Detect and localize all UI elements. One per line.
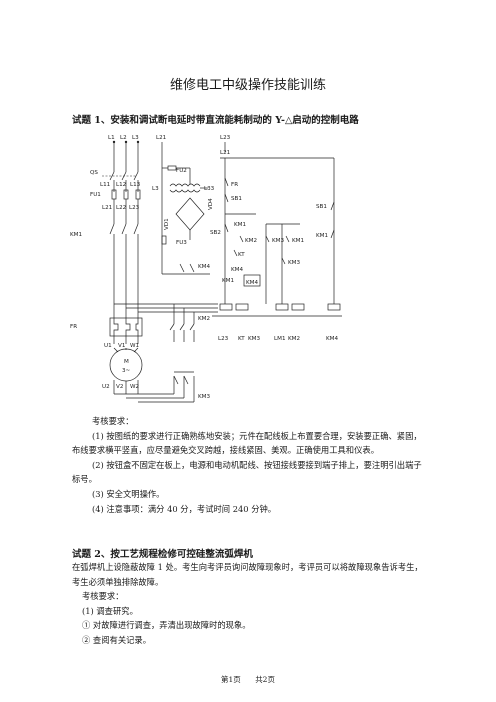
label-LM1-bottom: LM1	[274, 336, 286, 342]
label-L21-top: L21	[156, 135, 167, 141]
label-L33: L33	[204, 186, 215, 192]
label-L23: L23	[129, 205, 140, 211]
label-KM1-ctrl-d: KM1	[316, 233, 328, 239]
question-1-heading: 试题 1、安装和调试断电延时带直流能耗制动的 Y-△启动的控制电路	[72, 115, 359, 126]
requirement-4: (4) 注意事项：满分 40 分，考试时间 240 分钟。	[92, 503, 277, 514]
label-SB2: SB2	[210, 230, 221, 236]
label-FR-ctrl: FR	[231, 182, 238, 188]
control-circuit-diagram: L1 L2 L3 QS L11 L12 L13 FU1 L21 L22 L23 …	[70, 135, 342, 403]
label-FU2: FU2	[176, 168, 187, 174]
requirement-2: (2) 按钮盒不固定在板上，电源和电动机配线、按钮接线要接到端子排上，要注明引出…	[72, 459, 422, 485]
label-L21: L21	[102, 205, 113, 211]
label-KM1-ctrl-b: KM1	[222, 278, 234, 284]
label-VD4: VD4	[208, 198, 214, 210]
question-2-heading: 试题 2、按工艺规程检修可控硅整流弧焊机	[72, 549, 253, 560]
label-KM4-ctrl: KM4	[231, 267, 243, 273]
label-U1: U1	[104, 343, 112, 349]
question-2-item-2: ① 对故障进行调查，弄清出现故障时的现象。	[82, 620, 251, 631]
question-2-body: 在弧焊机上设隐蔽故障 1 处。考生向考评员询问故障现象时，考评员可以将故障现象告…	[72, 560, 428, 648]
label-L23-top: L23	[220, 135, 231, 141]
label-KM4-bottom: KM4	[326, 336, 338, 342]
label-KM1-ctrl: KM1	[234, 222, 246, 228]
label-KM2-main: KM2	[198, 316, 210, 322]
label-FU1: FU1	[90, 192, 101, 198]
label-L22: L22	[116, 205, 126, 211]
label-L12: L12	[116, 182, 126, 188]
label-KM2-bottom: KM2	[288, 336, 300, 342]
label-KM4-main: KM4	[198, 264, 210, 270]
label-L2: L2	[120, 135, 127, 141]
label-KM2-ctrl: KM2	[245, 238, 257, 244]
label-L23-bottom: L23	[218, 336, 229, 342]
label-KM3-ctrl-b: KM3	[288, 260, 300, 266]
requirement-1: (1) 按图纸的要求进行正确熟练地安装；元件在配线板上布置要合理，安装要正确、紧…	[72, 430, 422, 456]
page-title: 维修电工中级操作技能训练	[169, 78, 326, 93]
label-V1: V1	[118, 343, 126, 349]
question-2-item-1: (1) 调查研究。	[82, 605, 138, 616]
label-KM4-ctrl-b: KM4	[246, 280, 258, 286]
label-FU3: FU3	[176, 240, 187, 246]
requirements-heading: 考核要求：	[92, 416, 134, 426]
label-KM3-ctrl-a: KM3	[272, 238, 284, 244]
label-SB1: SB1	[231, 196, 242, 202]
label-KM1-main: KM1	[70, 232, 82, 238]
label-W1: W1	[130, 343, 140, 349]
label-KT: KT	[238, 252, 245, 258]
label-KT-bottom: KT	[238, 336, 245, 342]
label-L21-ctrl: L21	[220, 150, 231, 156]
label-FR: FR	[70, 324, 77, 330]
question-2-requirements-heading: 考核要求：	[82, 591, 124, 602]
label-SB1-b: SB1	[316, 204, 327, 210]
total-pages: 共2页	[255, 675, 275, 684]
label-VD1: VD1	[164, 218, 170, 230]
label-L13: L13	[130, 182, 141, 188]
question-2-item-3: ② 查阅有关记录。	[82, 634, 152, 645]
label-L11: L11	[100, 182, 111, 188]
label-L3: L3	[132, 135, 139, 141]
label-V2: V2	[116, 384, 123, 390]
motor-symbol	[109, 348, 143, 382]
page-footer: 第1页 共2页	[0, 674, 496, 685]
requirement-3: (3) 安全文明操作。	[92, 488, 165, 499]
label-M3: 3~	[122, 368, 131, 374]
question-1-requirements: 考核要求： (1) 按图纸的要求进行正确熟练地安装；元件在配线板上布置要合理，安…	[72, 414, 428, 516]
label-QS: QS	[90, 170, 98, 176]
label-KM3-main: KM3	[198, 394, 210, 400]
label-L3-transformer: L3	[152, 186, 159, 192]
label-M: M	[124, 359, 129, 365]
question-2-intro: 在弧焊机上设隐蔽故障 1 处。考生向考评员询问故障现象时，考评员可以将故障现象告…	[72, 562, 423, 587]
label-L1: L1	[108, 135, 115, 141]
label-U2: U2	[102, 384, 110, 390]
label-W2: W2	[130, 384, 139, 390]
page-number: 第1页	[221, 675, 241, 684]
label-KM3-bottom: KM3	[248, 336, 260, 342]
label-KM1-ctrl-c: KM1	[292, 238, 304, 244]
